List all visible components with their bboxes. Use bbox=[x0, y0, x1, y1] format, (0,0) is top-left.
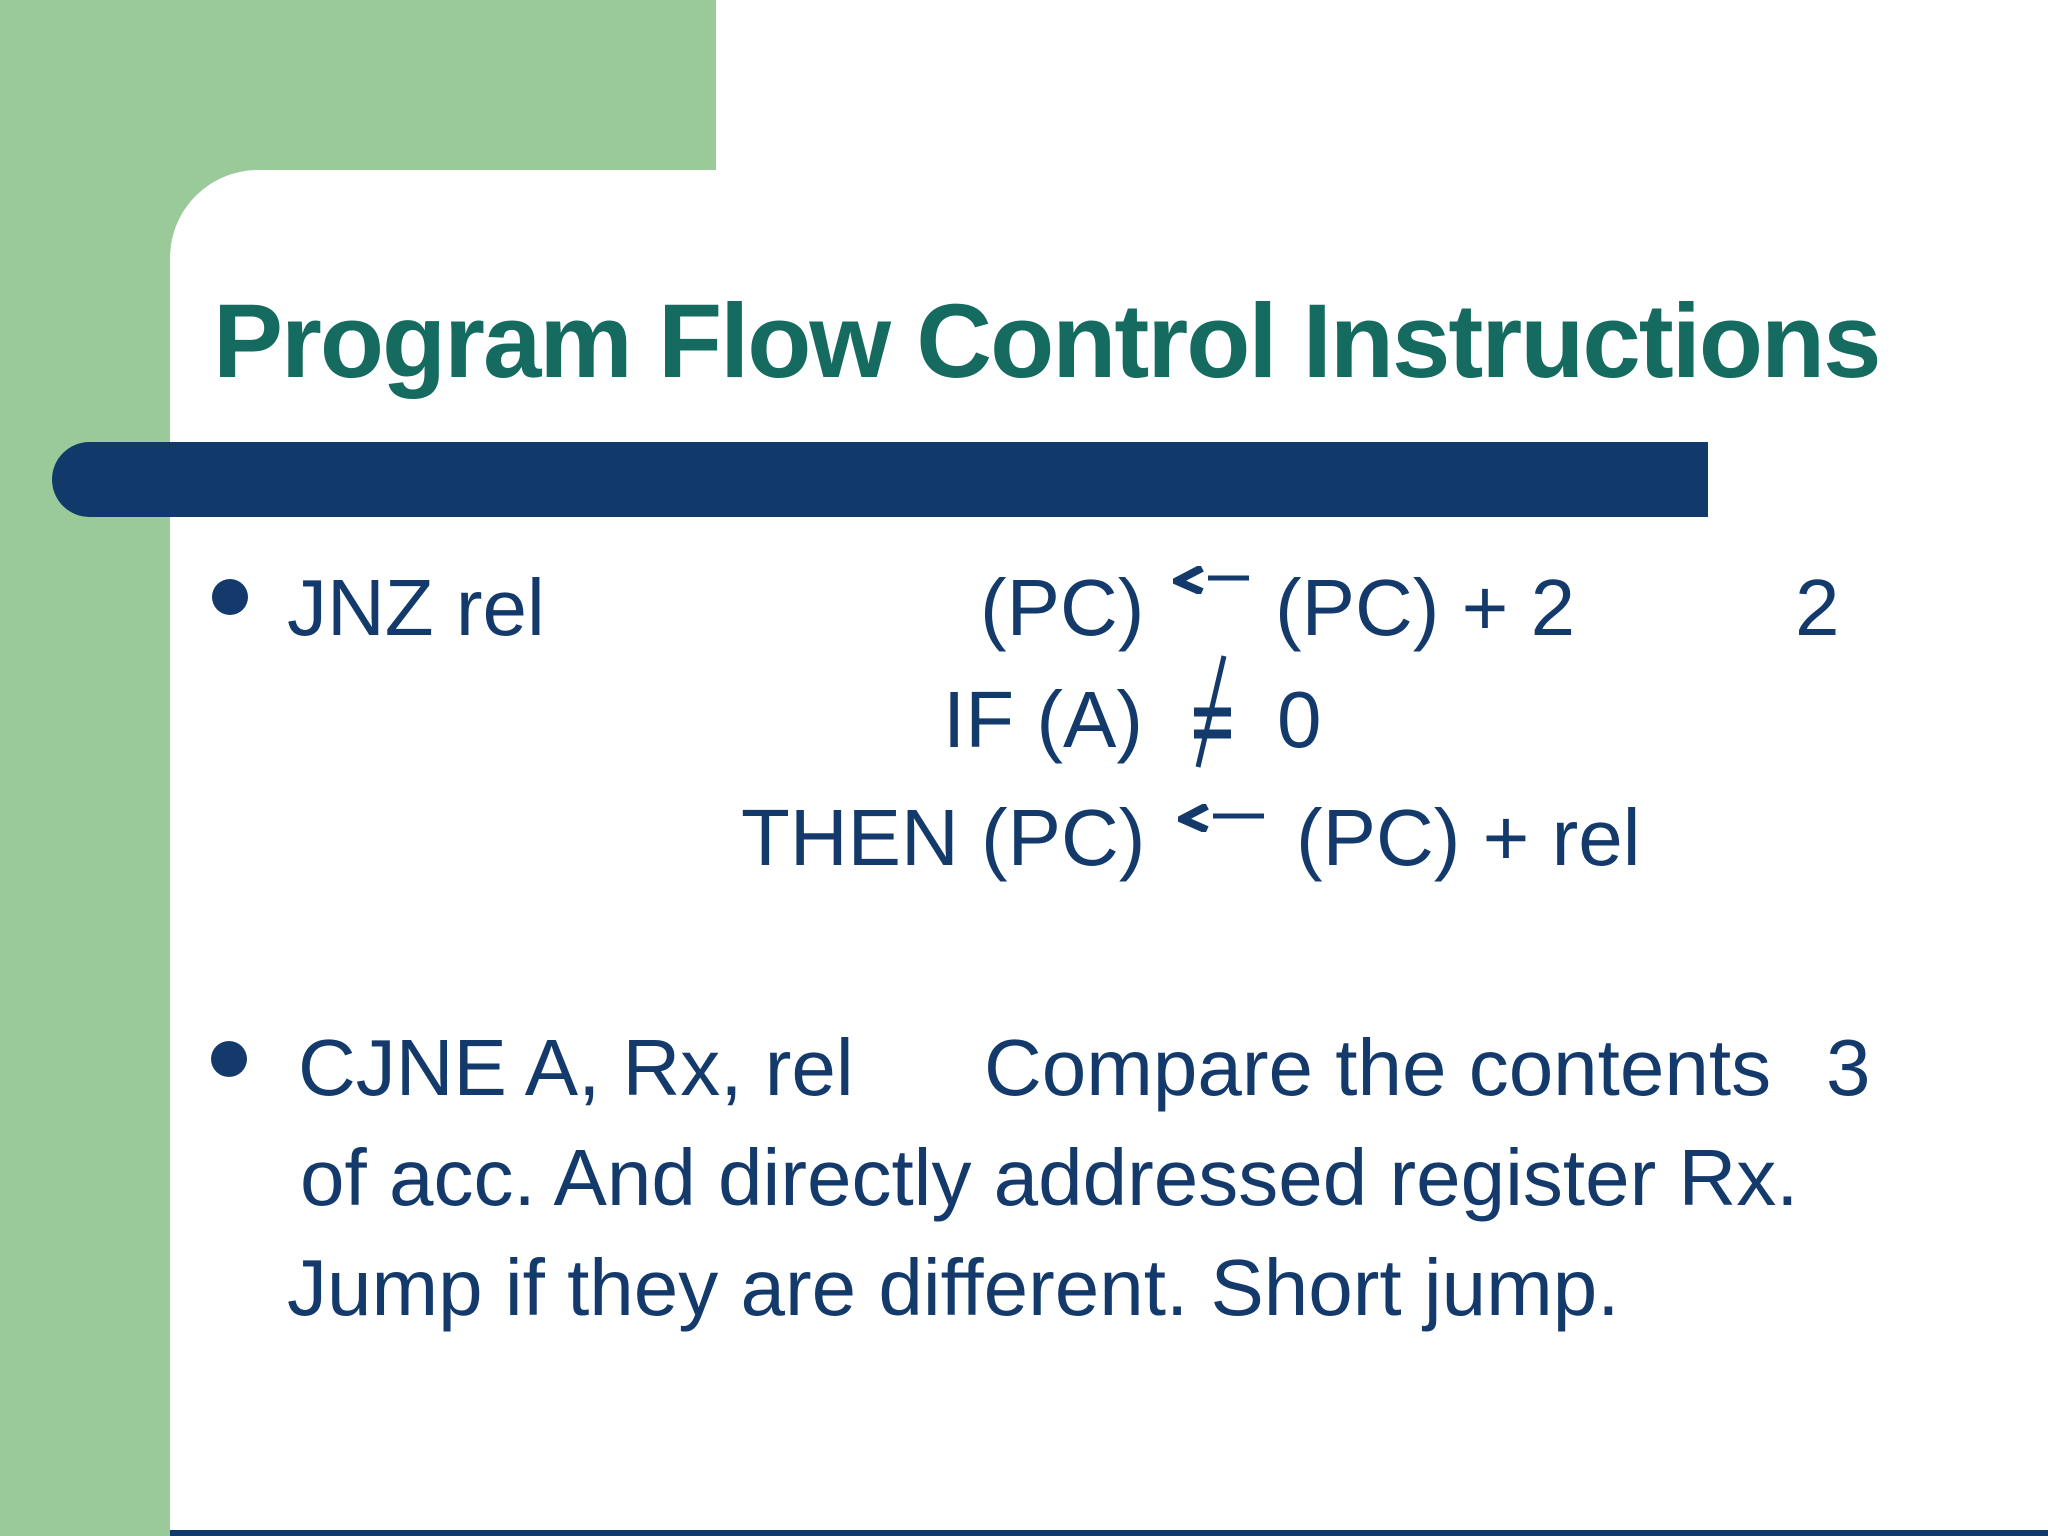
description-line: Jump if they are different. Short jump. bbox=[287, 1243, 1620, 1332]
top-green-band bbox=[0, 0, 716, 170]
left-arrow-icon bbox=[1173, 566, 1249, 594]
slide-title: Program Flow Control Instructions bbox=[213, 283, 1882, 400]
content-panel bbox=[170, 170, 2048, 1536]
condition-value: 0 bbox=[1277, 675, 1322, 764]
bullet-icon bbox=[212, 579, 248, 615]
instruction-mnemonic: CJNE A, Rx, rel bbox=[298, 1023, 854, 1112]
title-accent-bar bbox=[52, 442, 1708, 517]
then-target: THEN (PC) bbox=[741, 793, 1146, 882]
operand-pc: (PC) bbox=[980, 563, 1145, 652]
expression-pc-plus-rel: (PC) + rel bbox=[1296, 793, 1641, 882]
condition-text: IF (A) bbox=[943, 675, 1143, 764]
not-equal-icon bbox=[1194, 655, 1231, 768]
byte-count: 2 bbox=[1795, 563, 1840, 652]
bullet-icon bbox=[211, 1041, 247, 1077]
bottom-edge-line bbox=[170, 1530, 2048, 1536]
byte-count: 3 bbox=[1826, 1023, 1871, 1112]
instruction-description: Compare the contents bbox=[984, 1023, 1772, 1112]
expression-pc-plus-2: (PC) + 2 bbox=[1275, 563, 1576, 652]
left-arrow-icon bbox=[1178, 804, 1264, 832]
left-green-band bbox=[0, 0, 170, 1536]
description-line: of acc. And directly addressed register … bbox=[300, 1133, 1799, 1222]
instruction-mnemonic: JNZ rel bbox=[287, 563, 545, 652]
